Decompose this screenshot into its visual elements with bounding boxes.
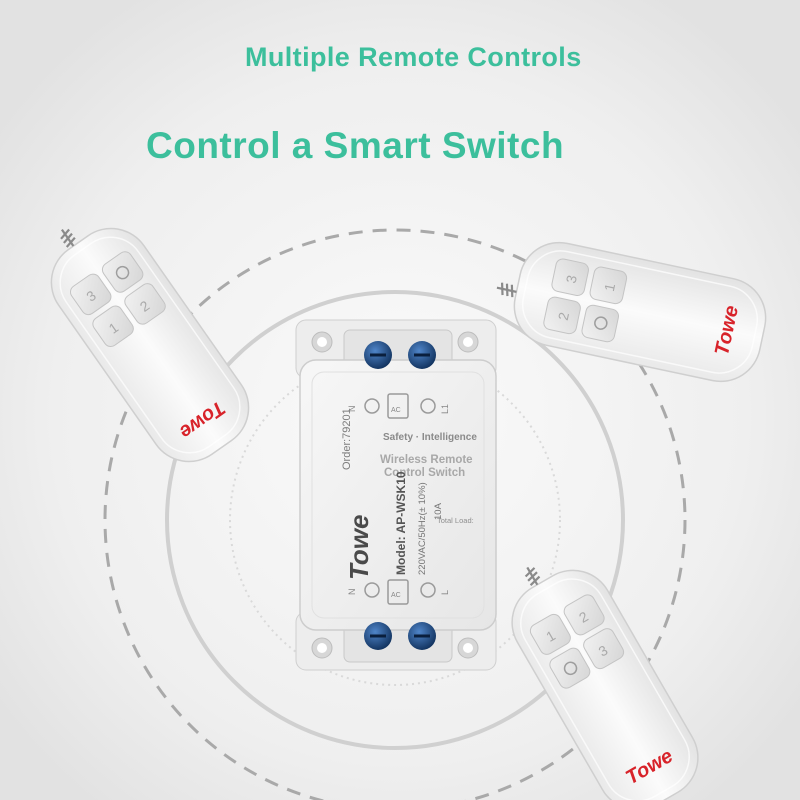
terminal-label-bottom-left: N xyxy=(347,589,357,596)
terminal-label-top-right: L1 xyxy=(440,404,450,414)
terminal-label-bottom-right: L xyxy=(440,590,450,595)
remote-control-top-left: 1 2 3 Towe xyxy=(23,195,266,479)
terminal-screw-top-right xyxy=(408,341,436,369)
power-button-icon xyxy=(563,661,578,676)
model-number: Model: AP-WSK10 xyxy=(394,471,408,575)
terminal-screw-top-left xyxy=(364,341,392,369)
product-name-line1: Wireless Remote xyxy=(380,454,473,466)
outer-dashed-ring xyxy=(103,228,687,800)
smart-switch-box: Order:79201 Safety · Intelligence Wirele… xyxy=(295,319,497,671)
box-tagline: Safety · Intelligence xyxy=(383,432,477,443)
terminal-label-top-left: N xyxy=(347,406,357,413)
box-brand-logo: Towe xyxy=(344,515,374,580)
ac-label-bottom: AC xyxy=(391,592,401,599)
product-name-line2: Control Switch xyxy=(384,467,465,479)
voltage-rating: 220VAC/50Hz(± 10%) xyxy=(417,482,428,575)
terminal-screw-bottom-left xyxy=(364,622,392,650)
power-button-icon xyxy=(115,265,130,280)
remote-control-top-right: 1 2 3 Towe xyxy=(486,229,775,390)
order-number: Order:79201 xyxy=(341,408,353,470)
main-title: Control a Smart Switch xyxy=(146,125,565,166)
subtitle-heading: Multiple Remote Controls xyxy=(245,42,582,72)
remote-button-label: 1 xyxy=(601,282,618,293)
middle-ring xyxy=(165,290,625,750)
power-button-icon xyxy=(594,316,608,330)
remote-button-label: 2 xyxy=(555,311,572,322)
remote-button-label: 3 xyxy=(563,273,580,284)
terminal-screw-bottom-right xyxy=(408,622,436,650)
ac-label-top: AC xyxy=(391,407,401,414)
remote-control-bottom-right: 1 2 3 Towe xyxy=(486,537,714,800)
inner-ring xyxy=(229,354,561,686)
current-rating: 10A xyxy=(433,502,444,520)
ground-symbol-icon xyxy=(364,398,380,414)
total-load-label: Total Load: xyxy=(437,516,474,525)
